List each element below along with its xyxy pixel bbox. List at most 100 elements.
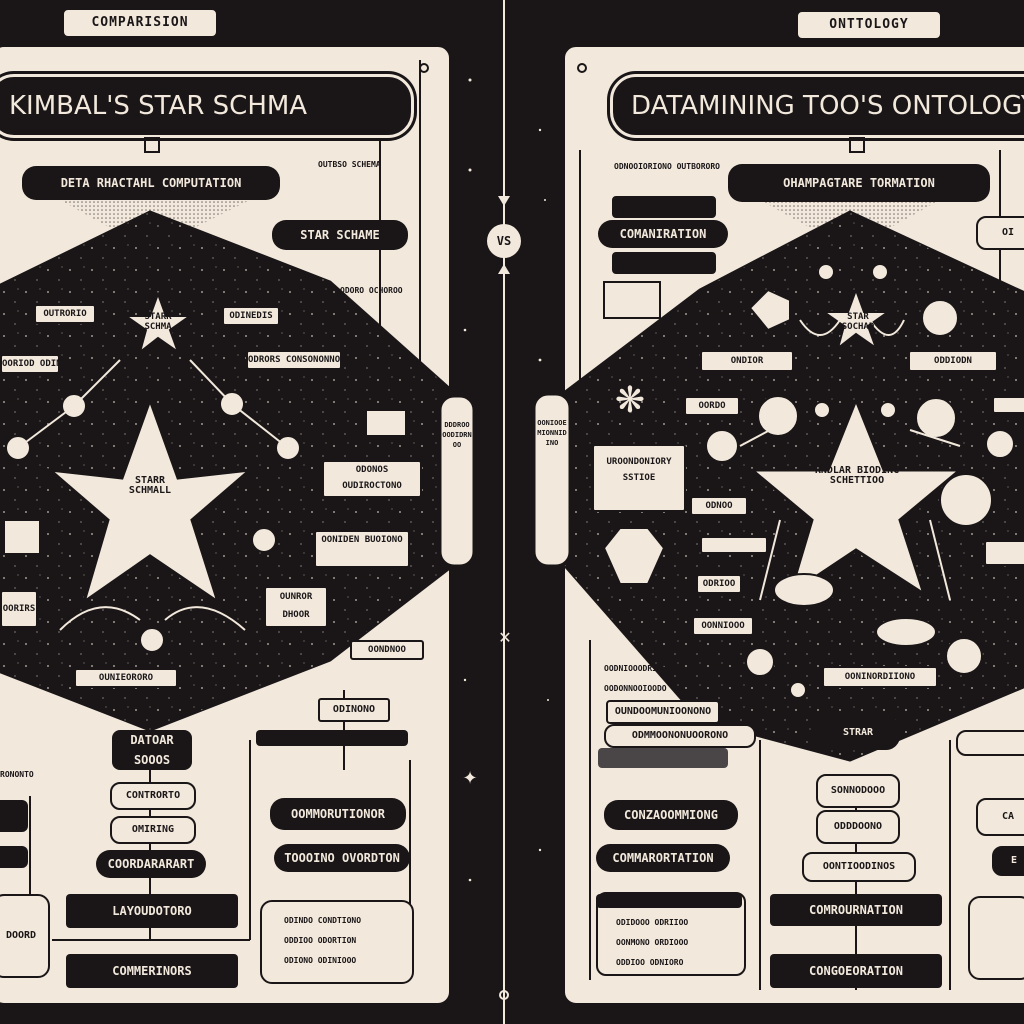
right-gem-icon (748, 288, 791, 332)
right-knot-icon (757, 395, 799, 437)
right-edge-item-3: E (992, 846, 1024, 876)
right-butterfly-icon: ❋ (615, 380, 645, 421)
left-legend-item-3: ODIONO ODINIOOO (284, 956, 357, 965)
right-node-5: ODRIOO (696, 574, 742, 594)
right-bottom-item-3: OONTIOODINOS (802, 852, 916, 882)
left-node-4: ODONOS OUDIROCTONO (322, 460, 422, 498)
right-bar-2: ODMMOONONUOORONO (604, 724, 756, 748)
left-right-bottom-bar (256, 730, 408, 746)
right-small-star (820, 287, 892, 351)
right-node-9 (984, 540, 1024, 566)
right-coin-icon (945, 637, 983, 675)
right-box-label: UROONDONIORY SSTIOE (592, 444, 686, 512)
vs-badge: VS (487, 224, 521, 258)
right-node-6: OONNIOOO (692, 616, 754, 636)
left-vertical-label: DDDROO OODIDRNOO (442, 421, 472, 449)
left-node-7: OUNROR DHOOR (264, 586, 328, 628)
left-node-3: ODRORS CONSONONNOS (246, 350, 342, 370)
right-node-circle-1 (705, 429, 739, 463)
left-big-star (45, 395, 255, 606)
left-node-9: OORIRS (0, 590, 38, 628)
left-bottom-item-5: COMMERINORS (66, 954, 238, 988)
right-left-list-1: OODNIOOODRIOO (604, 664, 667, 673)
left-heading-pill: DETA RHACTAHL COMPUTATION (22, 166, 280, 200)
left-bottom-item-3: COORDARARART (96, 850, 206, 878)
left-bottom-item-2: OMIRING (110, 816, 196, 844)
left-small-star (122, 291, 194, 355)
left-panel-title: KIMBAL'S STAR SCHMA (0, 74, 414, 138)
right-vertical-label: OONIOOEMIONNIDINO (537, 419, 567, 447)
right-bar-1: OUNDOOMUNIOONONO (606, 700, 720, 724)
right-cloud-icon (875, 617, 937, 647)
left-globe-icon (251, 527, 277, 553)
left-monitor-icon (365, 409, 407, 437)
left-node-6: OORIOD ODINOONONO (0, 354, 60, 374)
left-node-8: OUNIEORORO (74, 668, 178, 688)
right-legend-item-2: OONMONO ORDIOOO (616, 938, 689, 947)
left-star-label: STARR SCHMALL (128, 475, 172, 496)
right-star-top-label: STAR SOCHAD (841, 312, 875, 332)
left-small-top-right: OUTBSO SCHEMA (318, 160, 381, 169)
left-side-label: STAR SCHAME (272, 220, 408, 250)
right-left-list-2: OODONNOOIOODO (604, 684, 667, 693)
right-bottom-item-5: CONGOEORATION (770, 954, 942, 988)
left-right-bottom-item-1: ODINONO (318, 698, 390, 722)
right-gem-large-icon (602, 527, 666, 585)
right-yarn-icon (915, 397, 957, 439)
right-panel-title: DATAMINING TOO'S ONTOLOGY (610, 74, 1024, 138)
left-node-1: OUTRORIO (34, 304, 96, 324)
right-legend-item-3: ODDIOO ODNIORO (616, 958, 684, 967)
left-small-item-1: RONONTO (0, 770, 34, 779)
right-cloud-icon-2 (773, 573, 835, 607)
right-bottom-item-r2: ODDDOONO (816, 810, 900, 844)
left-bottom-item-4: LAYOUDOTORO (66, 894, 238, 928)
left-bottom-item-1: CONTRORTO (110, 782, 196, 810)
right-side-box (612, 196, 716, 218)
right-edge-item-2: CA (976, 798, 1024, 836)
right-node-1: ONDIOR (700, 350, 794, 372)
right-node-4: ODNOO (690, 496, 748, 516)
right-legend-item-1: ODIDOOO ODRIIOO (616, 918, 689, 927)
left-legend-item-2: ODDIOO ODORTION (284, 936, 357, 945)
right-node-3: OORDO (684, 396, 740, 416)
right-tool-icon (603, 281, 661, 319)
right-star-label: RNDLAR BIODING SCHETTIOO (814, 465, 900, 486)
left-vertical-tab (438, 394, 476, 568)
right-edge-item-1: OI (976, 216, 1024, 250)
right-node-2: ODDIODN (908, 350, 998, 372)
right-bar-3 (598, 748, 728, 768)
center-cross-icon: ✕ (498, 628, 511, 647)
right-badge-icon (939, 473, 993, 527)
right-bottom-item-r1: SONNODOOO (816, 774, 900, 808)
left-edge-box-3: DOORD (0, 894, 50, 978)
left-right-bottom-item-3: TOOOINO OVORDTON (274, 844, 410, 872)
left-node-10: OONDNOO (350, 640, 424, 660)
left-laptop-icon (3, 519, 41, 555)
right-left-top-text: ODNOOIORIONO OUTBORORO (614, 162, 720, 171)
left-legend-item-1: ODINDO CONDTIONO (284, 916, 362, 925)
left-panel-tab: COMPARISION (62, 8, 218, 38)
left-node-2: ODINEDIS (222, 306, 280, 326)
right-side-label: COMANIRATION (598, 220, 728, 248)
left-small-mid-right: ODORO OCHOROO (340, 286, 403, 295)
left-node-circle-5 (139, 627, 165, 653)
right-node-7: OONINORDIIONO (822, 666, 938, 688)
right-legend-header (596, 894, 742, 908)
right-panel-tab: ONTTOLOGY (796, 10, 942, 40)
left-bottom-top-label: DATOAR SOOOS (112, 730, 192, 770)
right-sphere-icon (921, 299, 959, 337)
right-vertical-tab (532, 392, 572, 568)
left-star-top-label: STARR SCHMA (144, 312, 172, 332)
right-barcode-icon (985, 429, 1015, 459)
left-edge-box-1 (0, 800, 28, 832)
right-edge-box-1 (956, 730, 1024, 756)
center-dither (450, 780, 560, 960)
right-node-8 (700, 536, 768, 554)
right-bottom-item-1: CONZAOOMMIONG (604, 800, 738, 830)
left-right-bottom-item-2: OOMMORUTIONOR (270, 798, 406, 830)
right-edge-box-2 (968, 896, 1024, 980)
left-edge-box-2 (0, 846, 28, 868)
right-big-star (747, 395, 965, 598)
